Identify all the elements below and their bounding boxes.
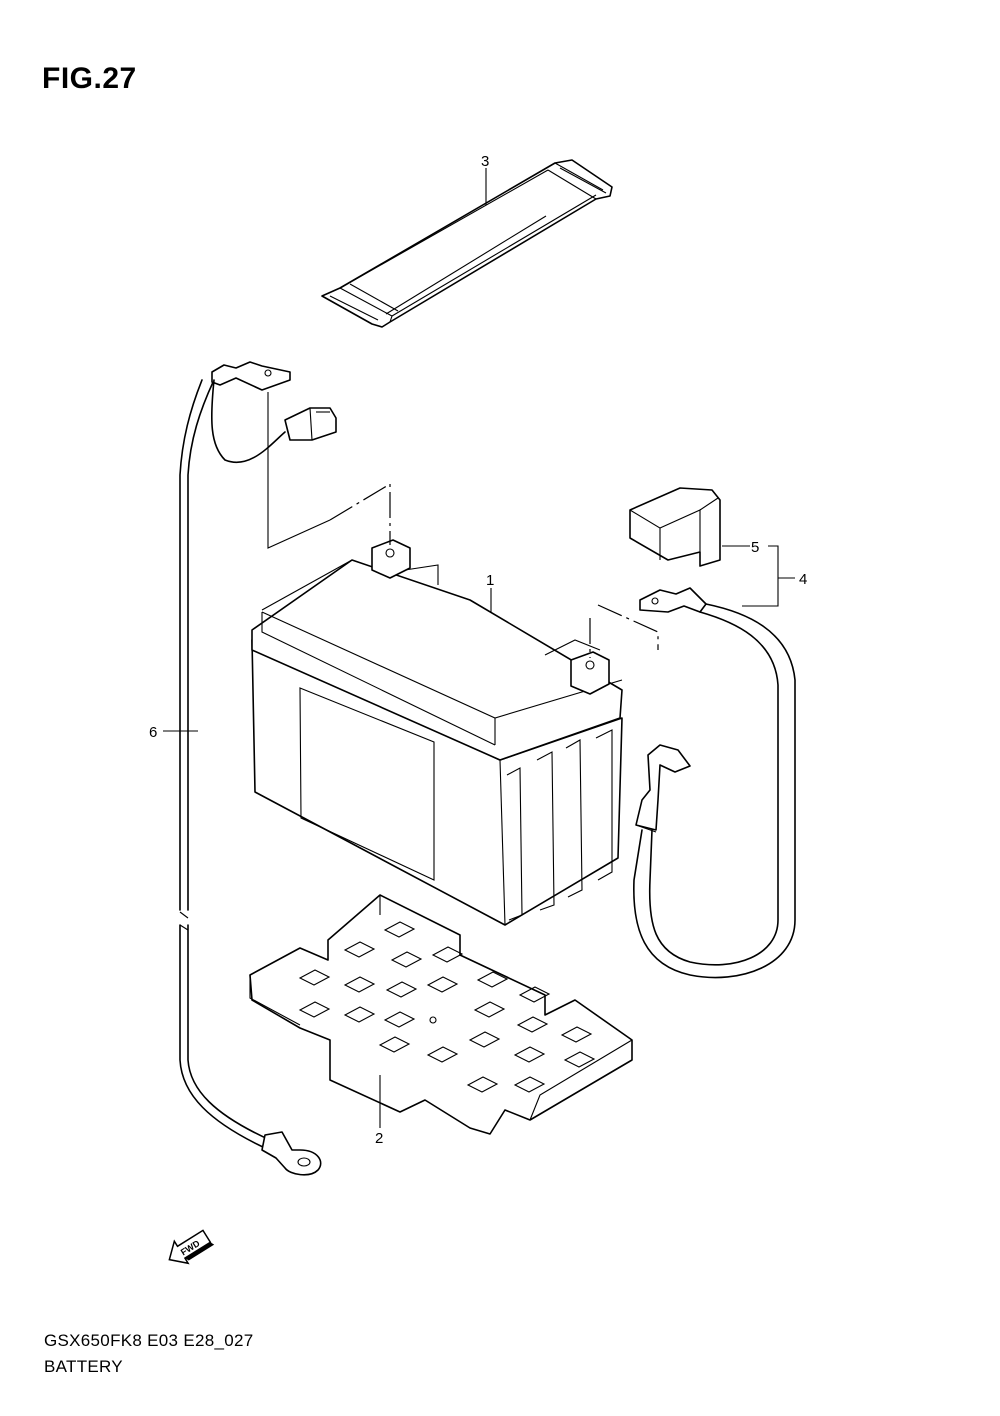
- model-code: GSX650FK8 E03 E28_027: [44, 1331, 254, 1350]
- terminal-cover: [629, 487, 721, 567]
- callout-3: 3: [481, 153, 489, 170]
- battery-tray: [249, 894, 633, 1135]
- battery-cable-negative: [179, 361, 391, 1176]
- forward-arrow-icon: FWD: [168, 1229, 215, 1265]
- diagram-name: BATTERY: [44, 1357, 123, 1376]
- callout-6: 6: [149, 724, 157, 741]
- battery: [251, 539, 623, 926]
- figure-title: FIG.27: [42, 62, 137, 95]
- callout-2: 2: [375, 1130, 383, 1147]
- callout-1: 1: [486, 572, 494, 589]
- battery-strap: [321, 159, 613, 328]
- callout-4: 4: [799, 571, 807, 588]
- callout-5: 5: [751, 539, 759, 556]
- battery-cable-positive: [589, 587, 796, 979]
- callout-leaders: [163, 168, 795, 1128]
